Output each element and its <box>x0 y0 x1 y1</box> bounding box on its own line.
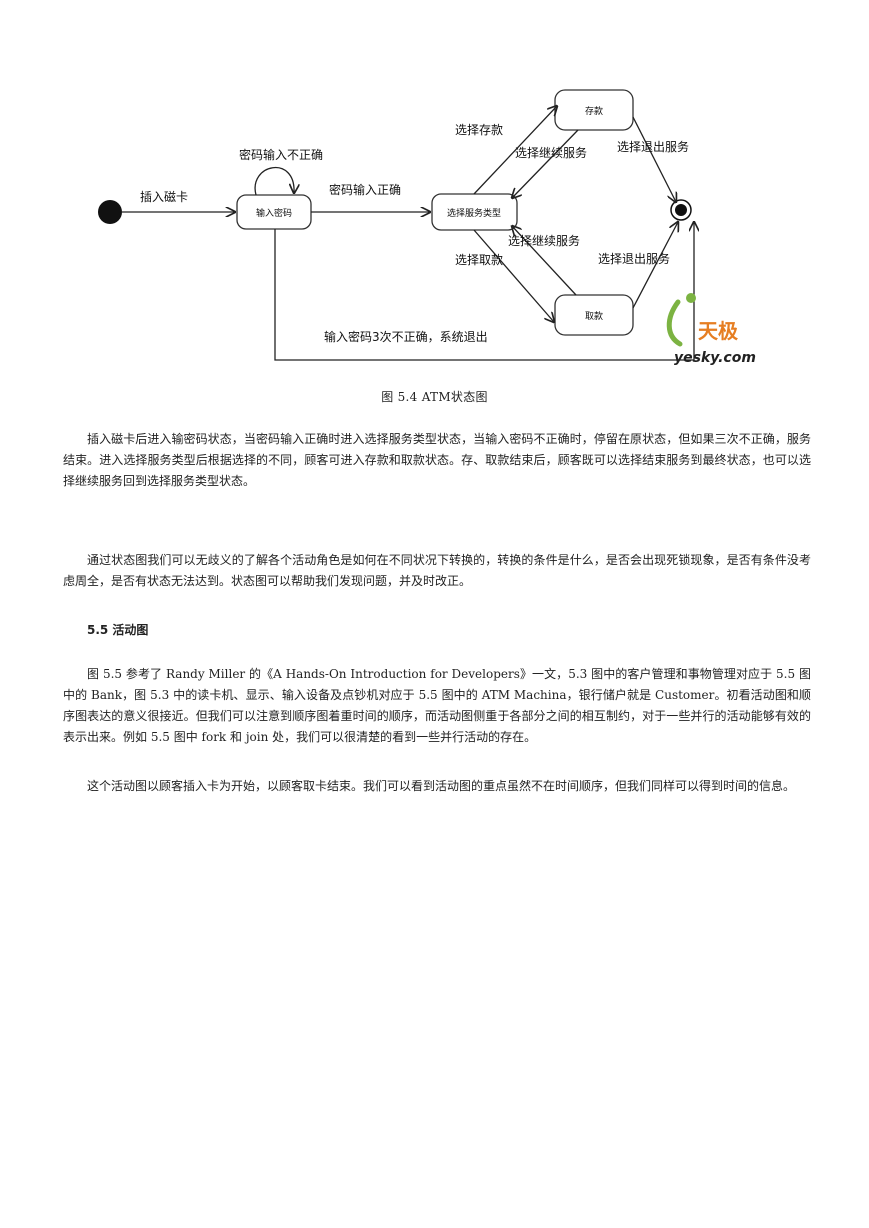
arrow-three-wrong <box>274 222 694 361</box>
atm-state-diagram: 输入密码 选择服务类型 存款 取款 插入磁卡 密码输入不正确 密码输入正确 选择… <box>88 82 778 382</box>
yesky-watermark: 天极 yesky.com <box>666 293 756 366</box>
label-exit-service-2: 选择退出服务 <box>598 251 670 266</box>
arrow-exit-from-deposit <box>632 116 676 202</box>
arrow-continue-from-deposit <box>512 129 579 198</box>
paragraph-3: 图 5.5 参考了 Randy Miller 的《A Hands-On Intr… <box>63 667 811 744</box>
arrow-self-loop <box>254 166 294 196</box>
state-withdraw-label: 取款 <box>585 310 603 322</box>
label-continue-service-2: 选择继续服务 <box>508 233 580 248</box>
paragraph-2: 通过状态图我们可以无歧义的了解各个活动角色是如何在不同状况下转换的，转换的条件是… <box>63 553 811 588</box>
label-password-wrong: 密码输入不正确 <box>239 147 323 162</box>
state-diagram-svg: 输入密码 选择服务类型 存款 取款 插入磁卡 密码输入不正确 密码输入正确 选择… <box>98 89 756 366</box>
paragraph-1: 插入磁卡后进入输密码状态，当密码输入正确时进入选择服务类型状态，当输入密码不正确… <box>63 432 811 488</box>
arrow-exit-from-withdraw <box>632 222 678 309</box>
figure-caption: 图 5.4 ATM状态图 <box>381 390 488 404</box>
state-enter-password-label: 输入密码 <box>256 207 292 219</box>
label-three-wrong: 输入密码3次不正确，系统退出 <box>324 329 488 344</box>
label-select-deposit: 选择存款 <box>455 123 503 137</box>
state-select-service-label: 选择服务类型 <box>447 207 501 219</box>
arrow-continue-from-withdraw <box>512 226 577 296</box>
watermark-url: yesky.com <box>674 350 756 366</box>
label-continue-service-1: 选择继续服务 <box>515 145 587 160</box>
initial-state <box>98 200 122 224</box>
watermark-cn: 天极 <box>698 319 739 343</box>
final-state <box>670 199 692 221</box>
state-deposit-label: 存款 <box>585 105 603 117</box>
label-exit-service-1: 选择退出服务 <box>617 139 689 154</box>
paragraph-4: 这个活动图以顾客插入卡为开始，以顾客取卡结束。我们可以看到活动图的重点虽然不在时… <box>87 779 796 793</box>
section-heading: 5.5 活动图 <box>87 623 149 637</box>
label-password-correct: 密码输入正确 <box>329 182 401 197</box>
label-insert-card: 插入磁卡 <box>140 189 188 204</box>
arrow-select-withdraw <box>473 229 554 322</box>
arrow-select-deposit <box>473 106 557 195</box>
label-select-withdraw: 选择取款 <box>455 253 503 267</box>
